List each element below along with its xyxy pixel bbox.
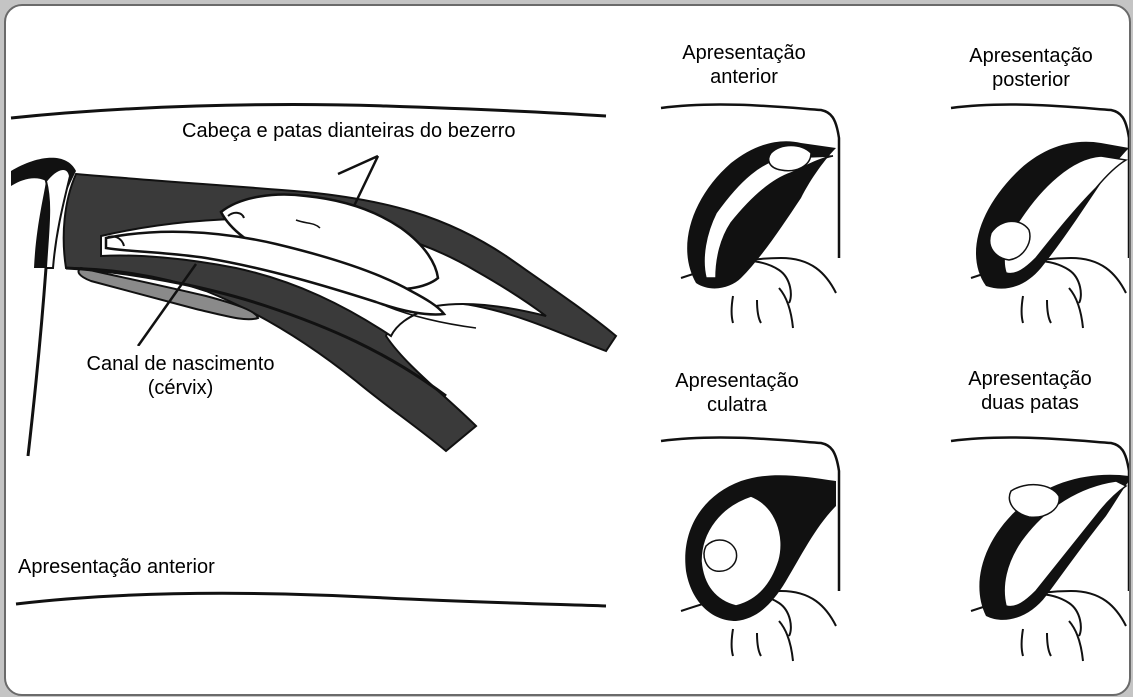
panel-posterior-label: Apresentação posterior (969, 45, 1093, 91)
calf-head-label: Cabeça e patas dianteiras do bezerro (182, 120, 516, 142)
calf-anterior (703, 155, 834, 279)
small-panels-svg (659, 103, 1129, 663)
canal-pointer-line (136, 263, 198, 347)
cow-belly-line (15, 591, 607, 608)
panel-duas-patas-label: Apresentação duas patas (968, 368, 1092, 414)
panel-culatra-illustration (659, 436, 841, 663)
calf-duas-patas (1003, 480, 1128, 608)
calf-posterior (1003, 155, 1129, 275)
cervix-shape (77, 266, 260, 321)
panel-posterior-illustration (949, 103, 1129, 330)
figure-frame: Cabeça e patas dianteiras do bezerro Can… (4, 4, 1131, 696)
panel-duas-patas-illustration (949, 436, 1129, 663)
main-birth-canal-illustration (10, 103, 618, 608)
panel-culatra-label: Apresentação culatra (675, 370, 799, 416)
calf-pointer-line (337, 154, 380, 207)
panel-anterior-label: Apresentação anterior (682, 42, 806, 88)
calf-front-legs (104, 230, 447, 316)
calf-culatra (700, 495, 782, 607)
main-caption: Apresentação anterior (18, 556, 215, 578)
birth-canal-label: Canal de nascimento (cérvix) (86, 353, 275, 399)
cow-back-line (10, 103, 607, 120)
panel-anterior-illustration (659, 103, 841, 330)
